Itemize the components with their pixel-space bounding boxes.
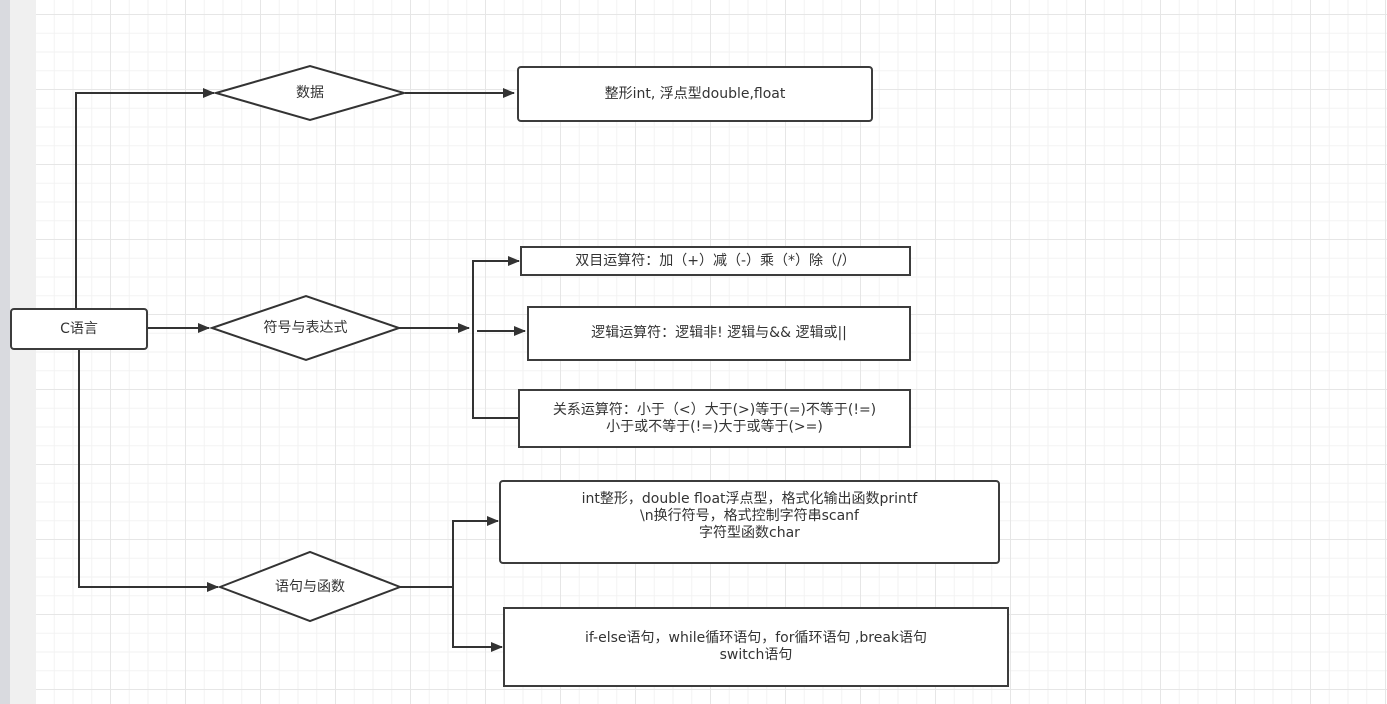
decision-statements-label-wrap: 语句与函数	[220, 574, 400, 601]
decision-symbols-label-wrap: 符号与表达式	[212, 315, 399, 342]
control-statements-label: if-else语句，while循环语句，for循环语句 ,break语句 swi…	[584, 630, 927, 663]
root-node[interactable]: C语言	[10, 308, 148, 350]
control-statements-node[interactable]: if-else语句，while循环语句，for循环语句 ,break语句 swi…	[503, 607, 1009, 687]
decision-symbols[interactable]	[208, 294, 403, 362]
root-node-label: C语言	[60, 320, 98, 337]
edge-root-to-statements	[78, 349, 219, 592]
decision-data[interactable]	[212, 64, 408, 122]
decision-data-label-wrap: 数据	[216, 80, 404, 107]
binary-operators-node[interactable]: 双目运算符：加（+）减（-）乘（*）除（/）	[520, 246, 911, 276]
relational-operators-node[interactable]: 关系运算符：小于（<）大于(>)等于(=)不等于(!=) 小于或不等于(!=)大…	[518, 389, 911, 448]
decision-data-label: 数据	[296, 85, 324, 101]
decision-statements-label: 语句与函数	[275, 579, 345, 595]
edge-statements-to-control	[452, 587, 503, 652]
left-panel-gutter	[10, 0, 36, 704]
types-and-io-node[interactable]: int整形，double float浮点型，格式化输出函数printf \n换行…	[499, 480, 1000, 564]
data-types-node[interactable]: 整形int, 浮点型double,float	[517, 66, 873, 122]
decision-symbols-label: 符号与表达式	[263, 320, 348, 336]
logical-operators-node[interactable]: 逻辑运算符：逻辑非! 逻辑与&& 逻辑或||	[527, 306, 911, 361]
types-and-io-label: int整形，double float浮点型，格式化输出函数printf \n换行…	[581, 490, 918, 541]
edge-root-to-data	[75, 88, 215, 309]
logical-operators-label: 逻辑运算符：逻辑非! 逻辑与&& 逻辑或||	[591, 325, 847, 341]
data-types-label: 整形int, 浮点型double,float	[604, 85, 786, 102]
relational-operators-label: 关系运算符：小于（<）大于(>)等于(=)不等于(!=) 小于或不等于(!=)大…	[552, 401, 877, 435]
left-panel-edge	[0, 0, 10, 704]
edge-statements-to-types	[452, 516, 499, 587]
binary-operators-label: 双目运算符：加（+）减（-）乘（*）除（/）	[575, 252, 856, 269]
decision-statements[interactable]	[217, 550, 403, 623]
edge-symbols-bus-vertical	[472, 256, 520, 419]
